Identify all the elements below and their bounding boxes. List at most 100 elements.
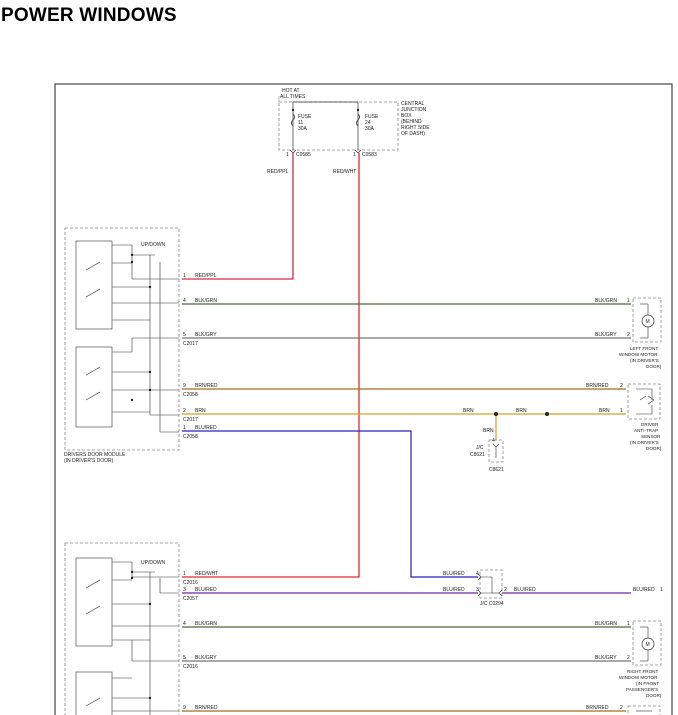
ddm-wire-brn: BRN — [195, 408, 206, 414]
pm-pin-3: 3 — [183, 587, 186, 593]
bot-pin-2: 2 — [620, 705, 623, 711]
lf-wire-blk-grn: BLK/GRN — [595, 298, 617, 304]
lf-label-2: WINDOW MOTOR — [619, 352, 658, 357]
wire-red-wht — [182, 153, 360, 578]
jc8621-label-c: C8621 — [489, 467, 504, 473]
ddm-wire-blk-gry: BLK/GRY — [195, 332, 217, 338]
jc-wire-blu-red-in: BLU/RED — [443, 571, 465, 577]
bot-wire-brn-red: BRN/RED — [586, 705, 609, 711]
brn-drop-label: BRN — [483, 428, 494, 434]
fuse11-label-3: 30A — [298, 126, 308, 132]
ds-wire-brn-red: BRN/RED — [586, 383, 609, 389]
cjb-label-3: BOX — [401, 113, 412, 119]
ds-label-1: DRIVER — [641, 422, 659, 427]
wire-label-red-ppl-vertical: RED/PPL — [267, 169, 289, 175]
rf-label-3: (IN FRONT — [636, 681, 659, 686]
pm-wire-brn-red: BRN/RED — [195, 705, 218, 711]
rf-pin-1-top: 1 — [660, 587, 663, 593]
central-junction-box: HOT AT ALL TIMES FUSE 11 30A FUSE 24 30A… — [278, 88, 430, 158]
c0585-label: C0585 — [296, 152, 311, 158]
fuse11-label-1: FUSE — [298, 114, 312, 120]
jc-wire-blu-red-out: BLU/RED — [514, 587, 536, 593]
jc-pin-2: 2 — [504, 587, 507, 593]
rf-label-5: DOOR) — [646, 693, 662, 698]
pm-wire-red-wht: RED/WHT — [195, 571, 218, 577]
fuse24-label-1: FUSE — [365, 114, 379, 120]
jc-c0294 — [477, 569, 503, 599]
lf-pin-2: 2 — [627, 332, 630, 338]
jc8621-label-a: J/C — [476, 445, 484, 451]
rf-motor-m: M — [646, 642, 650, 648]
rf-label-4: PASSENGER'S — [626, 687, 658, 692]
ddm-wire-blu-red: BLU/RED — [195, 425, 217, 431]
ddm-pin-5: 5 — [183, 332, 186, 338]
ddm-pin-9: 9 — [183, 383, 186, 389]
page-title: POWER WINDOWS — [1, 5, 177, 26]
c0583-label: C0583 — [362, 152, 377, 158]
pm-updown-label: UP/DOWN — [141, 560, 166, 566]
ddm-name-1: DRIVERS DOOR MODULE — [64, 452, 126, 458]
jc8621-label-b: C8621 — [470, 452, 485, 458]
ds-pin-1: 1 — [620, 408, 623, 414]
ddm-c2058-b: C2058 — [183, 434, 198, 440]
lf-label-4: DOOR) — [646, 364, 662, 369]
jc-pin-3: 3 — [476, 587, 479, 593]
passenger-anti-trap-sensor-partial — [627, 705, 661, 715]
drivers-door-module: UP/DOWN DRIVERS DOOR MODULE (IN DRIVER'S… — [64, 227, 180, 464]
splice-dot-1 — [494, 412, 498, 416]
hot-label-2: ALL TIMES — [280, 94, 306, 100]
ddm-pin-2: 2 — [183, 408, 186, 414]
pm-pin-9: 9 — [183, 705, 186, 711]
cjb-label-5: RIGHT SIDE — [401, 125, 430, 131]
ds-wire-brn: BRN — [599, 408, 610, 414]
driver-anti-trap-sensor — [627, 383, 661, 420]
ddm-updown-label: UP/DOWN — [141, 242, 166, 248]
left-front-window-motor: M — [632, 297, 662, 343]
rf-label-2: WINDOW MOTOR — [619, 675, 658, 680]
rf-wire-blk-gry: BLK/GRY — [595, 655, 617, 661]
ddm-c2058: C2058 — [183, 392, 198, 398]
ddm-pin-4: 4 — [183, 298, 186, 304]
pm-c2016-b: C2016 — [183, 664, 198, 670]
pm-c2057: C2057 — [183, 596, 198, 602]
ds-pin-2: 2 — [620, 383, 623, 389]
rf-wire-blk-grn: BLK/GRN — [595, 621, 617, 627]
wire-blu-red-upper — [182, 430, 478, 578]
hot-label-1: HOT AT — [282, 88, 300, 94]
ddm-pin-1: 1 — [183, 273, 186, 279]
ds-label-4: (IN DRIVER'S — [630, 440, 659, 445]
pm-pin-1: 1 — [183, 571, 186, 577]
wire-label-red-wht-vertical: RED/WHT — [333, 169, 356, 175]
jc-c8621 — [488, 439, 504, 463]
jc8621-pin: 4 — [492, 438, 495, 444]
ddm-c2017-b: C2017 — [183, 417, 198, 423]
rf-wire-blu-red: BLU/RED — [633, 587, 655, 593]
cjb-label-4: (BEHIND — [401, 119, 422, 125]
ddm-c2017: C2017 — [183, 341, 198, 347]
ddm-name-2: (IN DRIVER'S DOOR) — [64, 458, 114, 464]
pm-wire-blk-gry: BLK/GRY — [195, 655, 217, 661]
fuse24-label-2: 24 — [365, 120, 371, 126]
pm-wire-blu-red: BLU/RED — [195, 587, 217, 593]
right-front-window-motor: M — [632, 620, 662, 666]
lf-label-3: (IN DRIVER'S — [630, 358, 659, 363]
lf-label-1: LEFT FRONT — [630, 346, 658, 351]
rf-pin-1: 1 — [627, 621, 630, 627]
fuse24-label-3: 30A — [365, 126, 375, 132]
wire-red-ppl — [182, 153, 294, 280]
ds-label-5: DOOR) — [646, 446, 662, 451]
jc-wire-blu-red-mid: BLU/RED — [443, 587, 465, 593]
pm-pin-5: 5 — [183, 655, 186, 661]
brn-seg-label-1: BRN — [463, 408, 474, 414]
cjb-label-6: OF DASH) — [401, 131, 425, 137]
pm-wire-blk-grn: BLK/GRN — [195, 621, 217, 627]
rf-label-1: RIGHT FRONT — [627, 669, 658, 674]
pm-c2016: C2016 — [183, 580, 198, 586]
ddm-wire-brn-red: BRN/RED — [195, 383, 218, 389]
jc-c0294-label: J/C C0294 — [480, 601, 504, 607]
ddm-pin-1b: 1 — [183, 425, 186, 431]
jc-pin-4: 4 — [476, 571, 479, 577]
c0585-pin: 1 — [286, 152, 289, 158]
passenger-door-module: UP/DOWN — [64, 542, 180, 715]
